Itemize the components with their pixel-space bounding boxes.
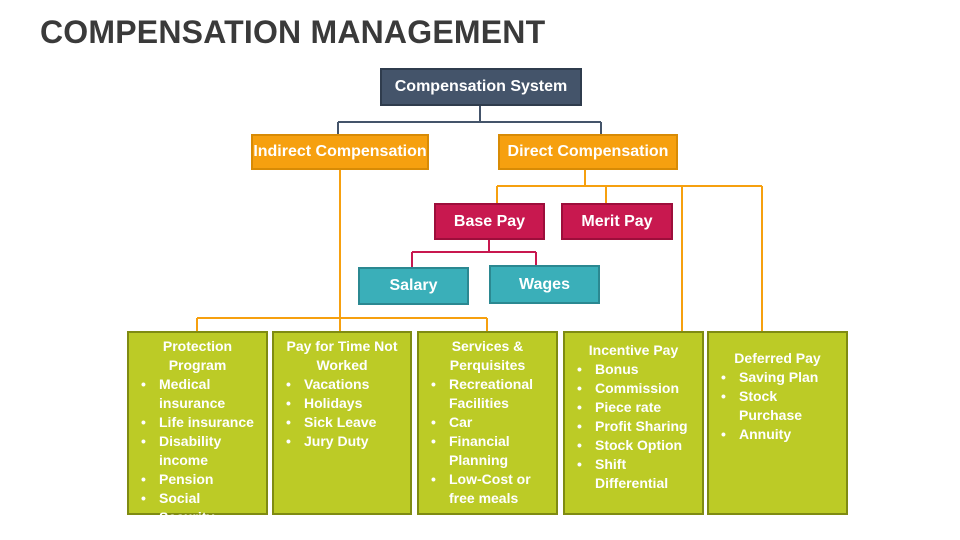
list-item: Bonus	[573, 360, 694, 379]
card-title: Pay for Time Not Worked	[286, 338, 398, 373]
list-item: Shift Differential	[573, 455, 694, 493]
list-item: Low-Cost or free meals	[427, 470, 548, 508]
list-item: Profit Sharing	[573, 417, 694, 436]
services-perquisites-card: Services & Perquisites Recreational Faci…	[417, 331, 558, 515]
list-item: Sick Leave	[282, 413, 402, 432]
wages-node: Wages	[489, 265, 600, 304]
merit-pay-node: Merit Pay	[561, 203, 673, 240]
incentive-pay-card: Incentive Pay Bonus Commission Piece rat…	[563, 331, 704, 515]
list-item: Recreational Facilities	[427, 375, 548, 413]
list-item: Piece rate	[573, 398, 694, 417]
indirect-compensation-node: Indirect Compensation	[251, 134, 429, 170]
connector-indirect	[196, 170, 488, 331]
list-item: Social Security	[137, 489, 258, 527]
list-item: Stock Purchase	[717, 387, 838, 425]
page-title: COMPENSATION MANAGEMENT	[40, 14, 546, 50]
list-item: Annuity	[717, 425, 838, 444]
card-title: Protection Program	[162, 338, 233, 373]
card-title: Incentive Pay	[588, 342, 679, 358]
connector-base-pay	[411, 240, 537, 267]
list-item: Jury Duty	[282, 432, 402, 451]
list-item: Vacations	[282, 375, 402, 394]
salary-node: Salary	[358, 267, 469, 305]
deferred-pay-card: Deferred Pay Saving Plan Stock Purchase …	[707, 331, 848, 515]
connector-root	[337, 106, 602, 134]
list-item: Financial Planning	[427, 432, 548, 470]
card-title: Services & Perquisites	[449, 338, 526, 373]
base-pay-node: Base Pay	[434, 203, 545, 240]
pay-for-time-not-worked-card: Pay for Time Not Worked Vacations Holida…	[272, 331, 412, 515]
list-item: Stock Option	[573, 436, 694, 455]
list-item: Saving Plan	[717, 368, 838, 387]
card-title: Deferred Pay	[734, 350, 821, 366]
direct-compensation-node: Direct Compensation	[498, 134, 678, 170]
list-item: Life insurance	[137, 413, 258, 432]
list-item: Holidays	[282, 394, 402, 413]
protection-program-card: Protection Program Medical insurance Lif…	[127, 331, 268, 525]
list-item: Commission	[573, 379, 694, 398]
connector-direct	[496, 170, 763, 331]
list-item: Disability income	[137, 432, 258, 470]
list-item: Medical insurance	[137, 375, 258, 413]
list-item: Car	[427, 413, 548, 432]
compensation-system-node: Compensation System	[380, 68, 582, 106]
list-item: Pension	[137, 470, 258, 489]
